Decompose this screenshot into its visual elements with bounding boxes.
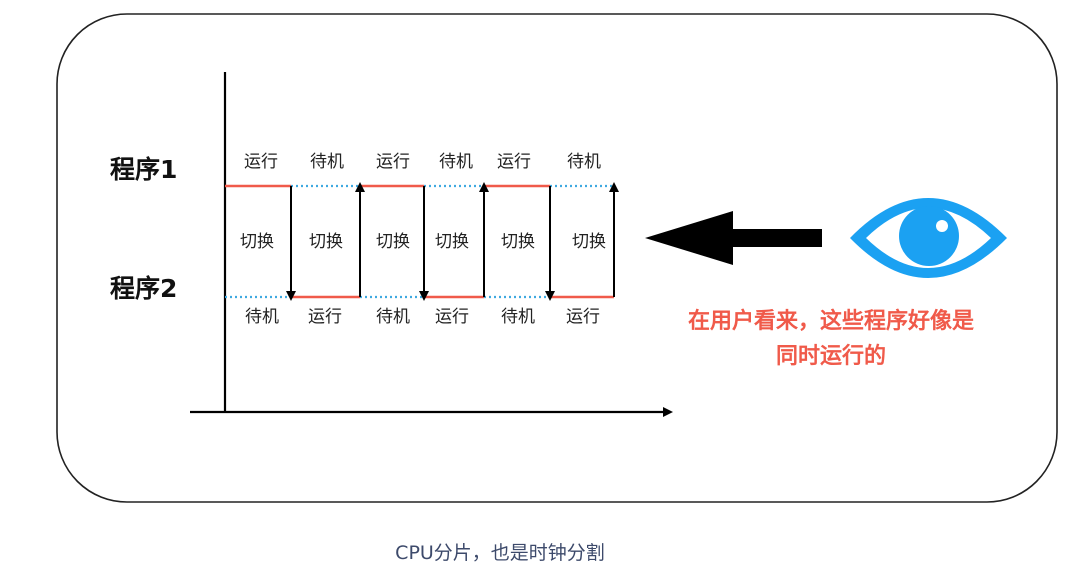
bottom-state-label: 运行 (566, 307, 600, 327)
switch-label: 切换 (376, 232, 410, 252)
program2-label: 程序2 (110, 274, 177, 303)
figure-caption: CPU分片，也是时钟分割 (395, 542, 605, 564)
note-line-1: 在用户看来，这些程序好像是 (688, 308, 974, 334)
timeline-segments (225, 184, 614, 299)
switch-label: 切换 (572, 232, 606, 252)
top-state-label: 运行 (376, 152, 410, 172)
arrow-left-icon (645, 211, 822, 265)
bottom-state-label: 运行 (308, 307, 342, 327)
note-line-2: 同时运行的 (776, 343, 886, 369)
top-state-label: 运行 (497, 152, 531, 172)
top-state-label: 待机 (567, 152, 601, 172)
switch-label: 切换 (309, 232, 343, 252)
top-state-label: 待机 (439, 152, 473, 172)
switch-label: 切换 (435, 232, 469, 252)
top-state-label: 运行 (244, 152, 278, 172)
switch-arrows (286, 182, 619, 301)
switch-label: 切换 (501, 232, 535, 252)
diagram-frame (56, 13, 1058, 503)
switch-label: 切换 (240, 232, 274, 252)
bottom-state-label: 待机 (376, 307, 410, 327)
bottom-state-label: 运行 (435, 307, 469, 327)
eye-icon (850, 198, 1007, 278)
program1-label: 程序1 (110, 155, 177, 184)
top-state-label: 待机 (310, 152, 344, 172)
bottom-state-label: 待机 (245, 307, 279, 327)
bottom-state-label: 待机 (501, 307, 535, 327)
